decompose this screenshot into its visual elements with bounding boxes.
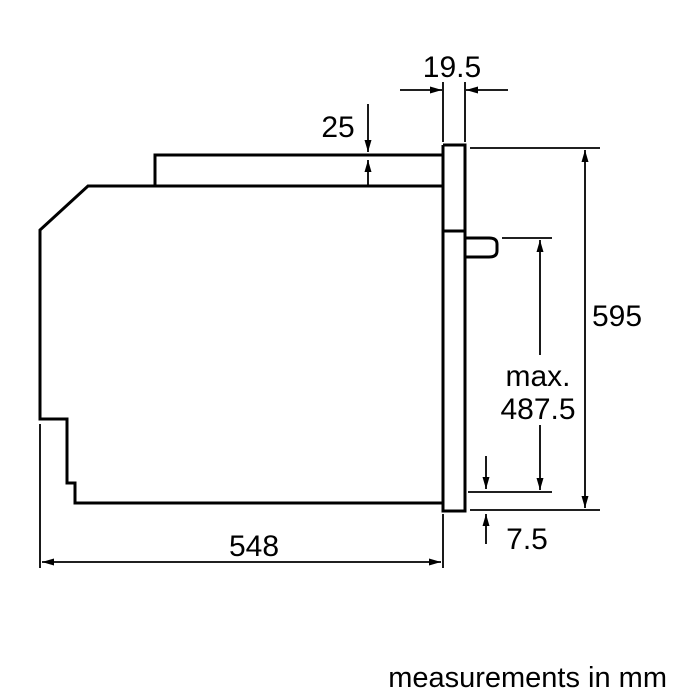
front-fascia (441, 143, 467, 513)
dim-bottom-offset-label: 7.5 (506, 523, 548, 556)
dim-frame-width-lines (400, 82, 508, 142)
dim-depth-lines (39, 424, 444, 568)
dim-height-lines (470, 147, 600, 511)
door-handle (465, 236, 499, 259)
footnote-measurements-unit: measurements in mm (388, 662, 667, 694)
dim-top-step-label: 25 (321, 111, 354, 144)
oven-body-outline (38, 153, 443, 505)
dim-max-value-label: 487.5 (500, 393, 575, 426)
dim-depth-label: 548 (229, 530, 279, 563)
dim-frame-width-label: 19.5 (423, 51, 481, 84)
dim-max-handle-lines (468, 237, 552, 493)
dim-height-label: 595 (592, 300, 642, 333)
dim-max-label: max. (505, 360, 570, 393)
